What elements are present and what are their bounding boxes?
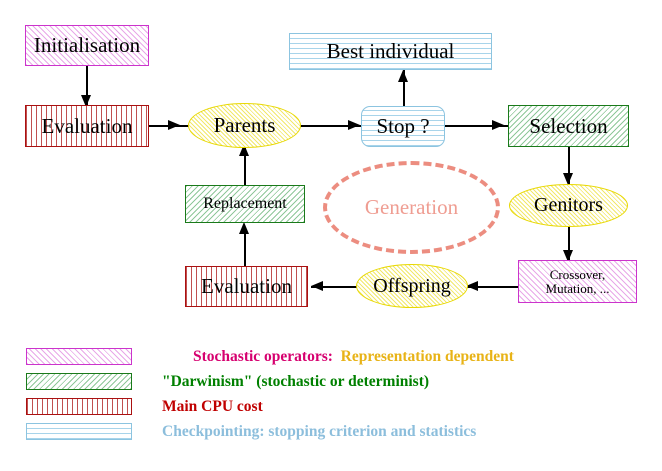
edge-crossover-to-offspring bbox=[466, 286, 518, 288]
arrowhead-right-selection bbox=[492, 120, 504, 130]
legend-label-checkpointing: Checkpointing: stopping criterion and st… bbox=[162, 422, 477, 440]
node-stop[interactable]: Stop ? bbox=[361, 106, 445, 147]
arrowhead-up-best-individual bbox=[398, 70, 408, 82]
legend-row-darwinism: "Darwinism" (stochastic or determinist) bbox=[26, 369, 646, 394]
edge-evaluation-to-replacement bbox=[244, 228, 246, 268]
node-genitors[interactable]: Genitors bbox=[509, 184, 628, 227]
legend-swatch-stochastic-operators bbox=[26, 348, 132, 365]
node-replacement[interactable]: Replacement bbox=[185, 185, 305, 223]
node-generation-ring: Generation bbox=[323, 161, 500, 254]
edge-stop-to-selection bbox=[444, 125, 508, 127]
node-crossover-mutation[interactable]: Crossover, Mutation, ... bbox=[518, 260, 637, 303]
node-evaluation-top[interactable]: Evaluation bbox=[25, 105, 149, 147]
legend-row-checkpointing: Checkpointing: stopping criterion and st… bbox=[26, 419, 646, 444]
legend-label-cpu-cost: Main CPU cost bbox=[162, 397, 263, 415]
edge-genitors-to-crossover bbox=[568, 226, 570, 260]
arrowhead-up-replacement bbox=[239, 222, 249, 234]
legend-swatch-darwinism bbox=[26, 373, 132, 390]
arrowhead-right-parents bbox=[168, 120, 180, 130]
node-initialisation[interactable]: Initialisation bbox=[25, 25, 149, 66]
node-evaluation-bottom[interactable]: Evaluation bbox=[185, 266, 308, 307]
legend-swatch-checkpointing bbox=[26, 423, 132, 440]
legend-label-stochastic-operators: Stochastic operators: Representation dep… bbox=[162, 330, 514, 384]
legend: Stochastic operators: Representation dep… bbox=[26, 344, 646, 444]
legend-label-stochastic-accent: Representation dependent bbox=[340, 347, 514, 365]
node-selection[interactable]: Selection bbox=[508, 105, 629, 147]
legend-row-stochastic: Stochastic operators: Representation dep… bbox=[26, 344, 646, 369]
edge-initialisation-to-evaluation bbox=[86, 66, 88, 107]
legend-swatch-cpu-cost bbox=[26, 398, 132, 415]
legend-label-stochastic-text: Stochastic operators: bbox=[193, 347, 333, 365]
edge-offspring-to-evaluation bbox=[311, 286, 361, 288]
arrowhead-right-stop bbox=[348, 120, 360, 130]
arrowhead-up-parents bbox=[239, 144, 249, 156]
edge-stop-to-best-individual bbox=[403, 70, 405, 108]
edge-replacement-to-parents bbox=[244, 146, 246, 186]
legend-row-cpu-cost: Main CPU cost bbox=[26, 394, 646, 419]
arrowhead-left-evaluation-bottom bbox=[311, 281, 323, 291]
node-best-individual[interactable]: Best individual bbox=[289, 33, 492, 70]
arrowhead-down-evaluation-top bbox=[81, 95, 91, 107]
node-parents[interactable]: Parents bbox=[188, 103, 301, 148]
arrowhead-left-offspring bbox=[466, 281, 478, 291]
edge-selection-to-genitors bbox=[568, 147, 570, 185]
edge-parents-to-stop bbox=[300, 125, 362, 127]
arrowhead-down-genitors bbox=[563, 173, 573, 185]
node-offspring[interactable]: Offspring bbox=[356, 264, 468, 308]
arrowhead-down-crossover bbox=[563, 250, 573, 262]
legend-label-darwinism: "Darwinism" (stochastic or determinist) bbox=[162, 372, 430, 390]
